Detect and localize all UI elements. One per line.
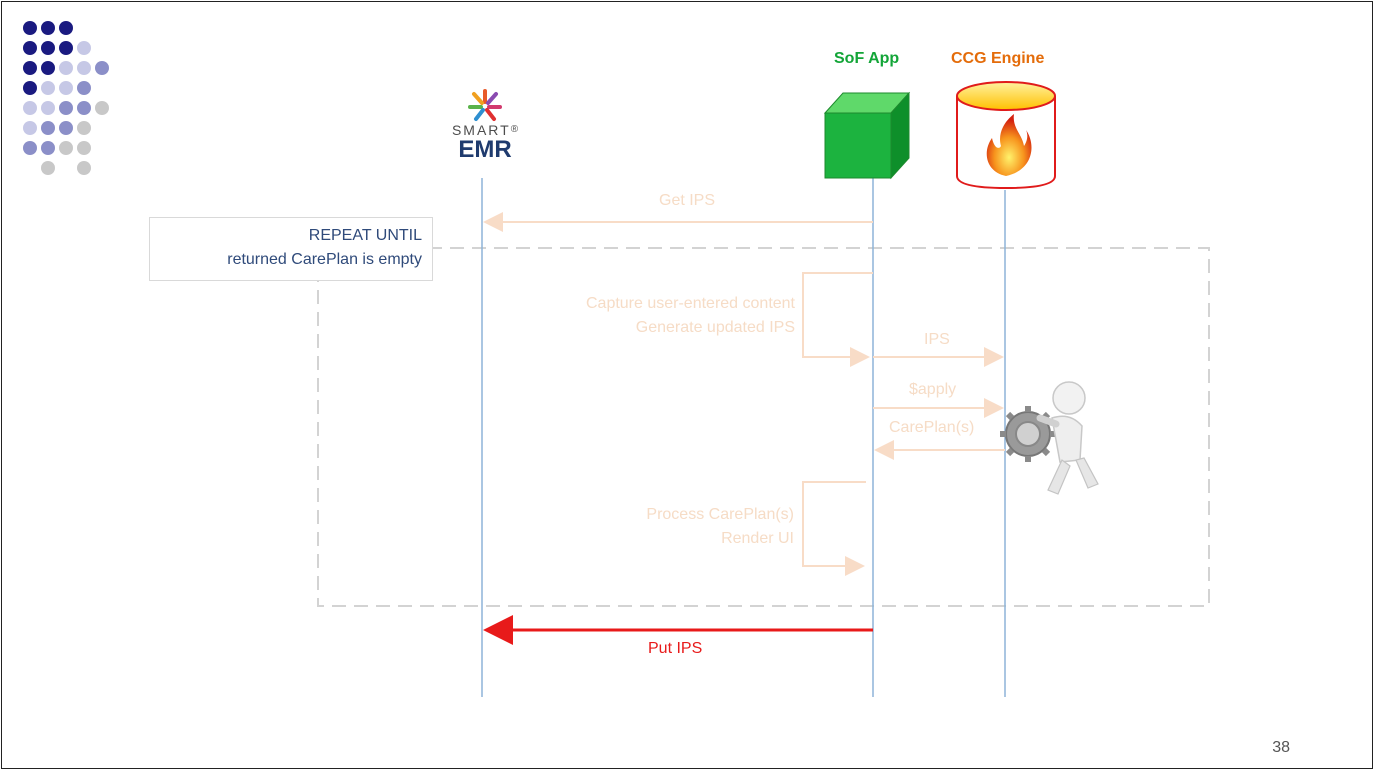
apply-label: $apply bbox=[909, 381, 957, 398]
get-ips-label: Get IPS bbox=[659, 192, 716, 209]
process-self-arrow bbox=[802, 481, 866, 576]
ips-label: IPS bbox=[924, 331, 950, 348]
decor-dot bbox=[77, 161, 91, 175]
capture-self-arrow bbox=[802, 272, 873, 367]
put-ips-label: Put IPS bbox=[648, 640, 703, 657]
process-label: Process CarePlan(s) Render UI bbox=[560, 503, 794, 551]
decor-dot bbox=[59, 21, 73, 35]
decor-dot bbox=[77, 61, 91, 75]
ccg-engine-label: CCG Engine bbox=[951, 50, 1045, 67]
decor-dot bbox=[59, 101, 73, 115]
process-label-line1: Process CarePlan(s) bbox=[646, 506, 794, 523]
loop-condition-line2: returned CarePlan is empty bbox=[227, 251, 422, 268]
loop-condition-line1: REPEAT UNTIL bbox=[308, 227, 422, 244]
decor-dot bbox=[59, 141, 73, 155]
decor-dot bbox=[23, 81, 37, 95]
decor-dot bbox=[59, 81, 73, 95]
decor-dot bbox=[59, 121, 73, 135]
decor-dot bbox=[59, 61, 73, 75]
page-number: 38 bbox=[1272, 739, 1290, 756]
emr-logo: SMART® EMR bbox=[430, 88, 540, 162]
decor-dot bbox=[23, 21, 37, 35]
decor-dot bbox=[23, 101, 37, 115]
decor-dot bbox=[95, 61, 109, 75]
capture-label-line1: Capture user-entered content bbox=[585, 295, 795, 312]
decor-dot bbox=[41, 101, 55, 115]
decor-dot bbox=[77, 101, 91, 115]
ccg-engine-cylinder-icon bbox=[956, 81, 1056, 190]
decor-dot bbox=[77, 41, 91, 55]
decor-dot bbox=[77, 81, 91, 95]
decor-dot bbox=[95, 101, 109, 115]
decor-dot bbox=[23, 121, 37, 135]
decor-dot bbox=[41, 121, 55, 135]
decor-dot bbox=[41, 141, 55, 155]
emr-label: EMR bbox=[458, 136, 512, 163]
decor-dot bbox=[41, 81, 55, 95]
process-label-line2: Render UI bbox=[721, 530, 794, 547]
sof-app-label: SoF App bbox=[834, 50, 900, 67]
smart-registered-mark: ® bbox=[510, 124, 519, 135]
decor-dot bbox=[41, 21, 55, 35]
sof-app-cube-icon bbox=[823, 91, 911, 180]
smart-star-icon bbox=[468, 89, 502, 121]
decor-dot bbox=[23, 61, 37, 75]
careplans-label: CarePlan(s) bbox=[889, 419, 975, 436]
decor-dot bbox=[23, 41, 37, 55]
decor-dot bbox=[41, 161, 55, 175]
decor-dot bbox=[77, 121, 91, 135]
loop-frame bbox=[317, 247, 1210, 607]
decor-dot bbox=[59, 41, 73, 55]
decor-dot bbox=[23, 141, 37, 155]
decor-dot bbox=[41, 41, 55, 55]
dot-grid-decoration bbox=[23, 21, 109, 175]
smart-logo-text: SMART bbox=[451, 122, 511, 138]
worker-gear-figure-icon bbox=[1000, 381, 1099, 495]
decor-dot bbox=[41, 61, 55, 75]
capture-label: Capture user-entered content Generate up… bbox=[505, 292, 795, 340]
decor-dot bbox=[77, 141, 91, 155]
capture-label-line2: Generate updated IPS bbox=[635, 319, 795, 336]
loop-condition-box: REPEAT UNTIL returned CarePlan is empty bbox=[149, 217, 433, 281]
